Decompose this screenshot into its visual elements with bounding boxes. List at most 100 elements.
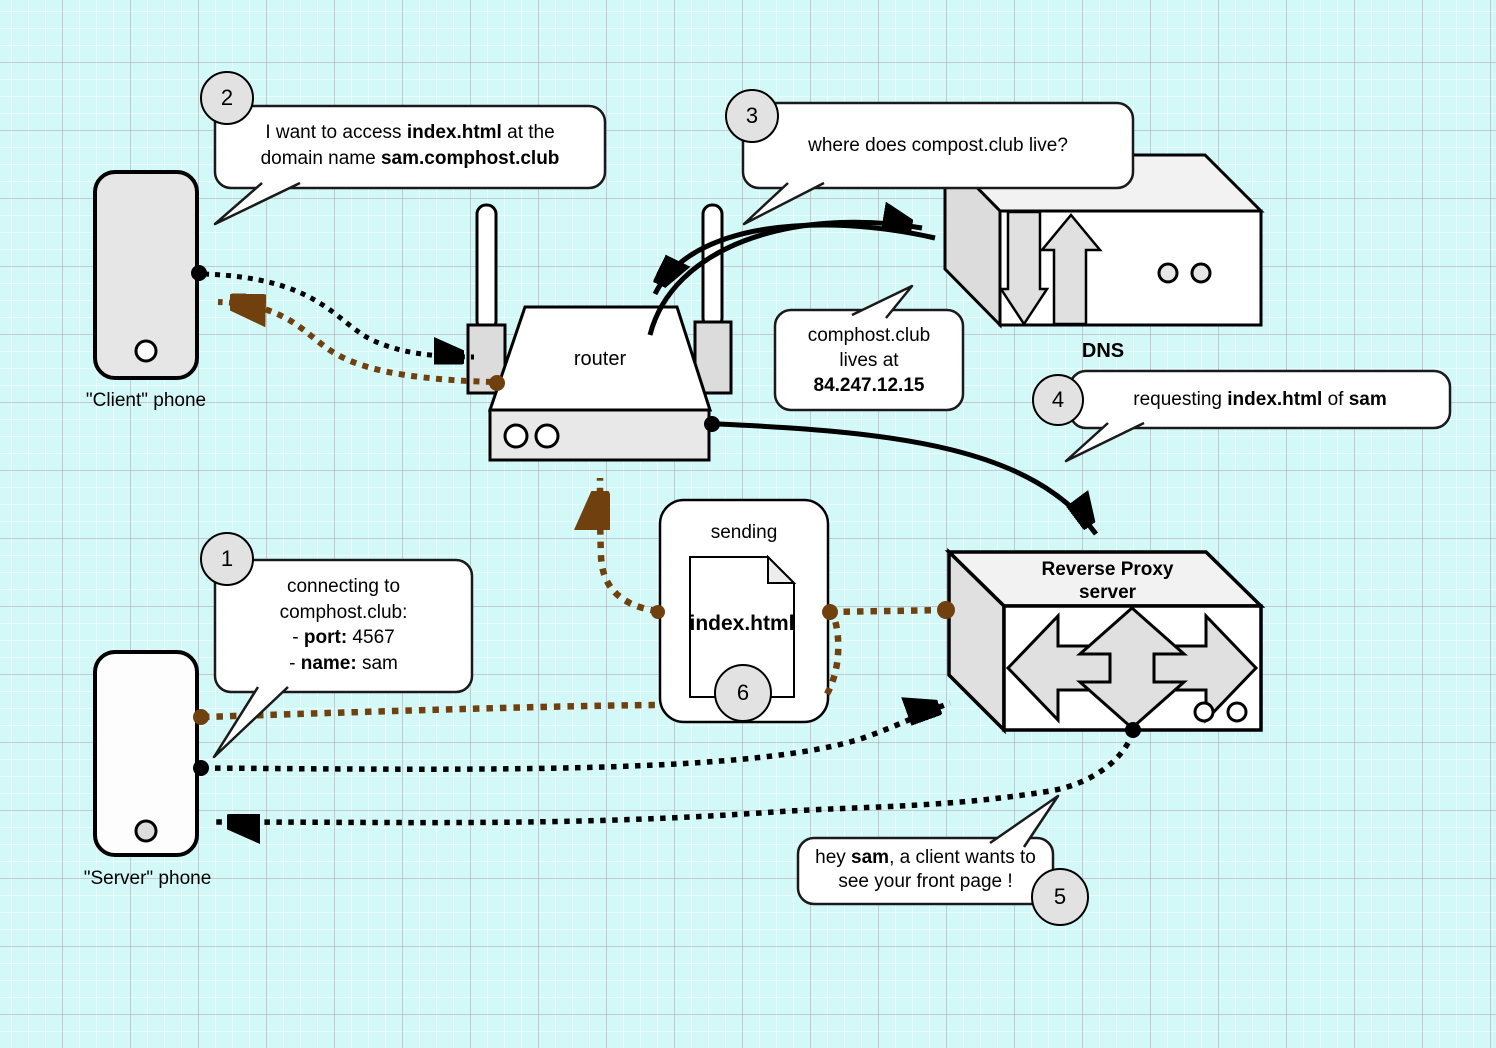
server-black-dot xyxy=(193,760,209,776)
document-fold xyxy=(767,554,797,584)
bubble-1-line2: comphost.club: xyxy=(279,601,408,623)
sending-right-dot xyxy=(822,604,838,620)
step-badge-1-number: 1 xyxy=(220,546,234,571)
server-phone xyxy=(93,650,199,857)
step-badge-5: 5 xyxy=(1031,868,1089,926)
speech-bubble-1 xyxy=(212,558,474,759)
dns-answer-line2: lives at xyxy=(839,350,899,371)
bubble-1-line1: connecting to xyxy=(286,576,401,597)
proxy-brown-dot xyxy=(937,601,955,619)
arrow-client-to-router xyxy=(203,271,475,357)
bubble-4-mid: of xyxy=(1322,388,1349,410)
router-label-text: router xyxy=(573,348,627,370)
bubble-1-line3-post: 4567 xyxy=(347,627,395,648)
link-server-to-sending xyxy=(202,701,658,721)
bubble-4-text: requesting index.html of sam xyxy=(1070,371,1450,428)
link-sending-to-proxy xyxy=(829,606,946,616)
bubble-1-line3-pre: - xyxy=(292,627,304,648)
bubble-1-text: connecting to comphost.club: - port: 456… xyxy=(215,574,472,676)
step-badge-1: 1 xyxy=(200,532,254,586)
arrow-router-to-dns xyxy=(647,222,923,336)
speech-bubble-3 xyxy=(741,101,1135,226)
proxy-label-line1: Reverse Proxy xyxy=(1041,559,1174,580)
server-phone-home-button xyxy=(134,819,158,843)
step-badge-3-number: 3 xyxy=(745,103,759,128)
step-badge-2-number: 2 xyxy=(220,85,234,110)
bubble-1-line4-post: sam xyxy=(356,652,398,674)
bubble-5-text: hey sam, a client wants to see your fron… xyxy=(798,846,1053,894)
bubble-2-line1-post: at the xyxy=(501,122,555,143)
bubble-1-line4-pre: - xyxy=(289,652,301,674)
arrow-proxy-to-server xyxy=(215,731,1136,823)
step-badge-4: 4 xyxy=(1032,374,1084,426)
dns-upload-arrow-icon xyxy=(1039,213,1103,326)
document-filename-text: index.html xyxy=(689,612,795,635)
link-sending-side-curve xyxy=(824,619,842,696)
router-led-2 xyxy=(534,423,560,449)
server-phone-label-text: "Server" phone xyxy=(83,868,212,889)
bubble-3-line: where does compost.club live? xyxy=(808,134,1068,156)
document-filename: index.html xyxy=(676,612,808,636)
step-badge-2: 2 xyxy=(200,71,254,125)
bubble-4-pre: requesting xyxy=(1133,388,1228,410)
client-phone-home-button xyxy=(134,339,158,363)
server-phone-label: "Server" phone xyxy=(55,868,240,890)
dns-answer-ip: 84.247.12.15 xyxy=(813,375,925,396)
bubble-dns-answer-text: comphost.club lives at 84.247.12.15 xyxy=(775,323,963,398)
step-badge-6: 6 xyxy=(714,664,772,722)
bubble-5-line1-post: , a client wants to xyxy=(889,847,1036,868)
dns-download-arrow-icon xyxy=(998,210,1050,327)
router-led-1 xyxy=(503,423,529,449)
bubble-4-bold1: index.html xyxy=(1227,388,1323,410)
arrow-sending-to-router xyxy=(600,477,658,615)
bubble-1-line4-bold: name: xyxy=(300,652,357,674)
bubble-4-bold2: sam xyxy=(1348,388,1387,410)
client-connection-dot xyxy=(191,265,207,281)
bubble-1-line3-bold: port: xyxy=(303,627,348,648)
client-phone-label-text: "Client" phone xyxy=(85,390,207,411)
document-icon xyxy=(689,556,795,698)
router-antenna-left xyxy=(466,203,507,395)
dns-answer-line1: comphost.club xyxy=(807,325,931,346)
arrow-router-to-proxy xyxy=(717,421,1096,536)
router-black-dot xyxy=(704,416,720,432)
server-brown-dot xyxy=(193,709,209,725)
speech-bubble-2 xyxy=(213,104,607,226)
bubble-2-line2-pre: domain name xyxy=(260,148,381,169)
step-badge-5-number: 5 xyxy=(1053,884,1067,909)
bubble-5-line1-pre: hey xyxy=(815,847,852,868)
bubble-5-line2: see your front page ! xyxy=(838,871,1013,892)
sending-title-text: sending xyxy=(710,522,778,543)
bubble-2-line1-pre: I want to access xyxy=(265,122,407,143)
bubble-2-line1-bold: index.html xyxy=(406,122,502,143)
client-phone xyxy=(93,170,199,380)
step-badge-3: 3 xyxy=(725,89,779,143)
sending-node xyxy=(658,498,830,724)
dns-label: DNS xyxy=(1040,340,1166,363)
proxy-port-1 xyxy=(1193,701,1215,723)
bubble-5-line1-bold: sam xyxy=(851,847,890,868)
dns-port-1 xyxy=(1157,262,1179,284)
proxy-bottom-dot xyxy=(1125,722,1141,738)
bubble-2-line2-bold: sam.comphost.club xyxy=(380,148,560,169)
client-phone-label: "Client" phone xyxy=(60,390,232,412)
reverse-proxy-server xyxy=(944,547,1266,735)
speech-bubble-dns-answer xyxy=(773,284,965,412)
bubble-2-text: I want to access index.html at the domai… xyxy=(215,120,605,172)
arrow-server-to-proxy xyxy=(202,703,951,772)
sending-left-dot xyxy=(651,605,665,619)
proxy-label: Reverse Proxy server xyxy=(1000,558,1215,604)
speech-bubble-4 xyxy=(1064,369,1452,463)
proxy-port-2 xyxy=(1226,701,1248,723)
arrow-router-to-client xyxy=(217,302,493,385)
dns-port-2 xyxy=(1190,262,1212,284)
step-badge-4-number: 4 xyxy=(1051,387,1065,412)
bubble-3-text: where does compost.club live? xyxy=(743,103,1133,188)
router-antenna-right xyxy=(693,203,733,395)
dns-label-text: DNS xyxy=(1081,340,1125,362)
proxy-label-line2: server xyxy=(1078,582,1137,603)
arrow-dns-to-router xyxy=(652,222,936,296)
router-label: router xyxy=(520,348,680,371)
